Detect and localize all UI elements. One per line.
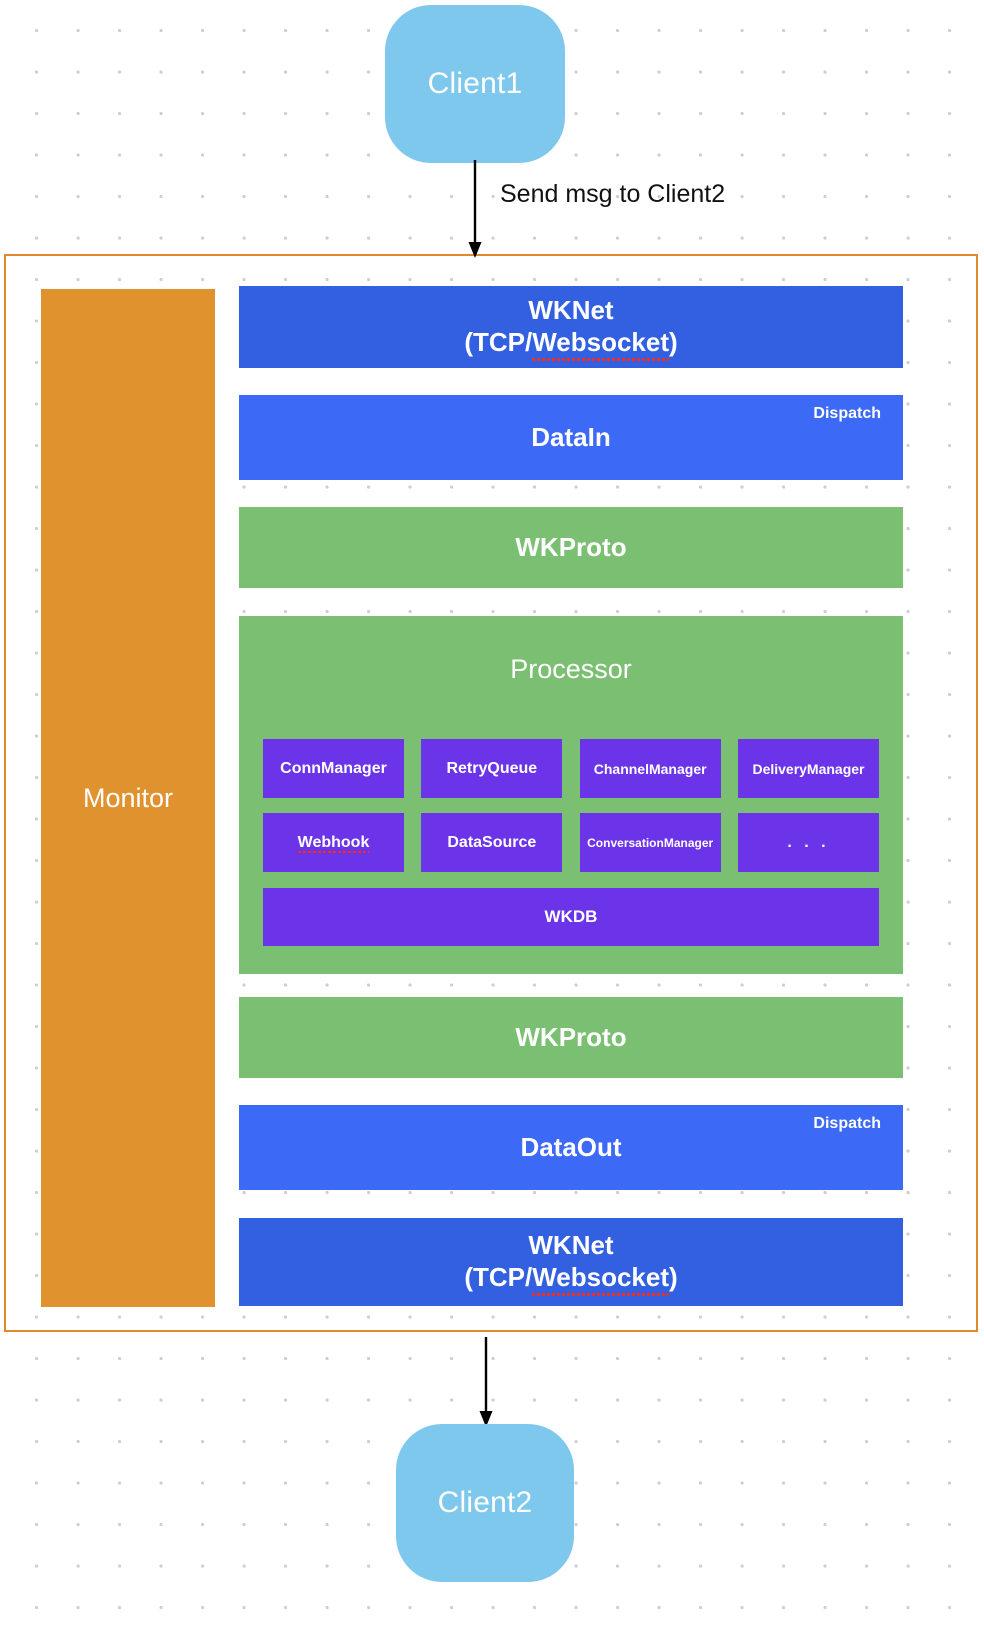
component-webhook-label: Webhook xyxy=(297,833,370,853)
component-webhook[interactable]: Webhook xyxy=(263,813,404,872)
component-conn-manager-label: ConnManager xyxy=(280,759,387,777)
monitor-label: Monitor xyxy=(82,782,174,813)
datain-dispatch-tag: Dispatch xyxy=(813,405,881,422)
component-conn-manager[interactable]: ConnManager xyxy=(263,739,404,798)
client1-node[interactable]: Client1 xyxy=(385,5,565,163)
component-conversation-manager[interactable]: ConversationManager xyxy=(579,813,721,872)
component-datasource-label: DataSource xyxy=(447,833,537,851)
client1-label: Client1 xyxy=(427,67,523,100)
component-wkdb[interactable]: WKDB xyxy=(263,888,879,946)
client2-label: Client2 xyxy=(437,1486,533,1519)
monitor-panel[interactable]: Monitor xyxy=(41,289,215,1307)
wknet-outbound-box[interactable]: WKNet (TCP/Websocket) xyxy=(239,1218,903,1306)
component-delivery-manager[interactable]: DeliveryManager xyxy=(737,739,879,798)
processor-label: Processor xyxy=(510,654,632,684)
send-msg-caption: Send msg to Client2 xyxy=(500,180,726,208)
wknet-inbound-line1: WKNet xyxy=(528,295,614,326)
component-retry-queue-label: RetryQueue xyxy=(446,759,538,777)
wkproto-inbound-box[interactable]: WKProto xyxy=(239,507,903,588)
wkproto-outbound-box[interactable]: WKProto xyxy=(239,997,903,1078)
wknet-outbound-title: WKNet (TCP/Websocket) xyxy=(464,1230,678,1296)
wknet-inbound-line2-misspelled: Websocket xyxy=(532,327,669,361)
wkproto-inbound-label: WKProto xyxy=(515,531,627,562)
flow-arrow-server-to-client2 xyxy=(479,1337,493,1427)
flow-arrow-client1-to-server xyxy=(468,160,482,258)
component-wkdb-label: WKDB xyxy=(544,907,598,926)
dataout-label: DataOut xyxy=(520,1131,622,1162)
wknet-outbound-line2-prefix: (TCP/ xyxy=(464,1262,533,1292)
datain-box[interactable]: DataIn Dispatch xyxy=(239,395,903,480)
wknet-inbound-box[interactable]: WKNet (TCP/Websocket) xyxy=(239,286,903,368)
processor-component-row-1: ConnManager RetryQueue ChannelManager De… xyxy=(263,739,879,798)
component-channel-manager-label: ChannelManager xyxy=(593,760,707,777)
wkproto-outbound-label: WKProto xyxy=(515,1021,627,1052)
wknet-outbound-line2-suffix: ) xyxy=(669,1262,678,1292)
component-more-ellipsis-label: . . . xyxy=(787,833,830,851)
component-retry-queue[interactable]: RetryQueue xyxy=(421,739,563,798)
dataout-box[interactable]: DataOut Dispatch xyxy=(239,1105,903,1190)
wknet-outbound-line1: WKNet xyxy=(528,1230,614,1261)
processor-box[interactable]: Processor ConnManager RetryQueue Channel… xyxy=(239,616,903,974)
component-conversation-manager-label: ConversationManager xyxy=(587,835,714,850)
dataout-dispatch-tag: Dispatch xyxy=(813,1115,881,1132)
server-container-boundary xyxy=(4,254,978,1332)
wknet-inbound-line2-prefix: (TCP/ xyxy=(464,327,533,357)
component-channel-manager[interactable]: ChannelManager xyxy=(579,739,721,798)
wknet-inbound-line2-suffix: ) xyxy=(669,327,678,357)
client2-node[interactable]: Client2 xyxy=(396,1424,574,1582)
component-datasource[interactable]: DataSource xyxy=(421,813,563,872)
component-delivery-manager-label: DeliveryManager xyxy=(752,760,865,777)
datain-label: DataIn xyxy=(531,421,611,452)
wknet-outbound-line2-misspelled: Websocket xyxy=(532,1262,669,1296)
processor-component-row-2: Webhook DataSource ConversationManager .… xyxy=(263,813,879,872)
wknet-inbound-title: WKNet (TCP/Websocket) xyxy=(464,295,678,361)
component-more-ellipsis[interactable]: . . . xyxy=(737,813,879,872)
